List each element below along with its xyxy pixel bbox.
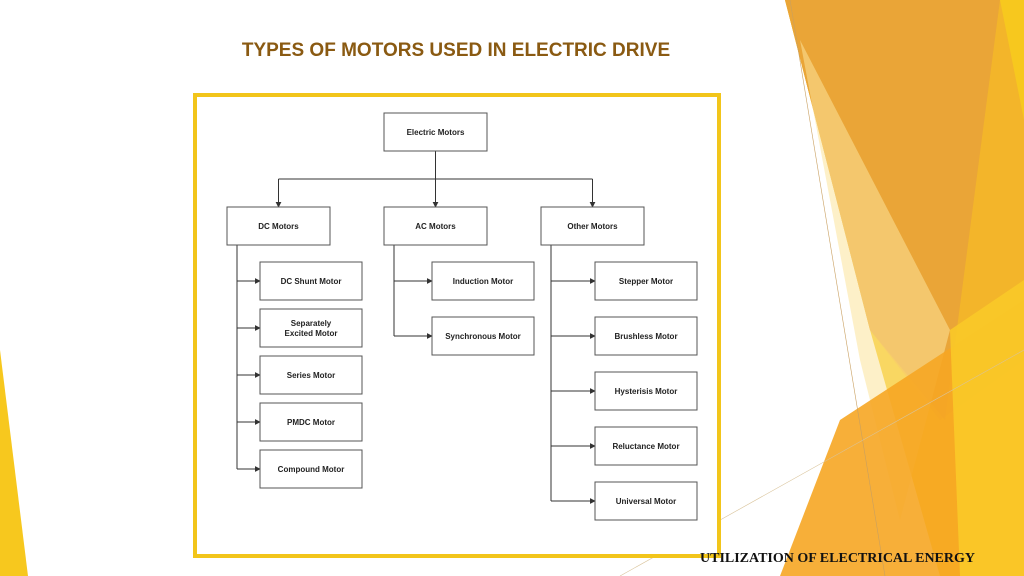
motor-universal-motor-box xyxy=(594,481,698,521)
root-node-box xyxy=(383,112,488,152)
slide-title: TYPES OF MOTORS USED IN ELECTRIC DRIVE xyxy=(241,40,671,61)
motor-reluctance-motor-box xyxy=(594,426,698,466)
motor-dc-shunt-motor-box xyxy=(259,261,363,301)
category-other-motors-label: Other Motors xyxy=(567,222,618,231)
root-node-label: Electric Motors xyxy=(407,128,465,137)
category-ac-motors: AC Motors xyxy=(383,206,488,246)
motor-separately-excited-motor-box xyxy=(259,308,363,348)
motor-dc-shunt-motor-label: DC Shunt Motor xyxy=(281,277,342,286)
motor-hysterisis-motor-label: Hysterisis Motor xyxy=(615,387,678,396)
motor-induction-motor: Induction Motor xyxy=(431,261,535,301)
category-dc-motors-box xyxy=(226,206,331,246)
motor-reluctance-motor-label: Reluctance Motor xyxy=(612,442,679,451)
motor-synchronous-motor-box xyxy=(431,316,535,356)
motor-induction-motor-box xyxy=(431,261,535,301)
category-ac-motors-label: AC Motors xyxy=(415,222,456,231)
root-node: Electric Motors xyxy=(383,112,488,152)
motor-stepper-motor-label: Stepper Motor xyxy=(619,277,673,286)
motor-series-motor-box xyxy=(259,355,363,395)
motor-brushless-motor-box xyxy=(594,316,698,356)
motor-brushless-motor-label: Brushless Motor xyxy=(614,332,677,341)
motor-classification-diagram: Electric Motors DC Motors DC Shunt MotorSe… xyxy=(226,112,698,521)
motor-universal-motor-label: Universal Motor xyxy=(616,497,676,506)
motor-pmdc-motor-label: PMDC Motor xyxy=(287,418,335,427)
motor-synchronous-motor: Synchronous Motor xyxy=(431,316,535,356)
motor-reluctance-motor: Reluctance Motor xyxy=(594,426,698,466)
motor-hysterisis-motor: Hysterisis Motor xyxy=(594,371,698,411)
motor-brushless-motor: Brushless Motor xyxy=(594,316,698,356)
category-other-motors-box xyxy=(540,206,645,246)
motor-synchronous-motor-label: Synchronous Motor xyxy=(445,332,521,341)
category-dc-motors: DC Motors xyxy=(226,206,331,246)
motor-stepper-motor-box xyxy=(594,261,698,301)
motor-series-motor-label: Series Motor xyxy=(287,371,335,380)
category-other-motors: Other Motors xyxy=(540,206,645,246)
motor-pmdc-motor: PMDC Motor xyxy=(259,402,363,442)
footer-text: UTILIZATION OF ELECTRICAL ENERGY xyxy=(700,551,976,566)
motor-hysterisis-motor-box xyxy=(594,371,698,411)
motor-pmdc-motor-box xyxy=(259,402,363,442)
category-dc-motors-label: DC Motors xyxy=(258,222,299,231)
motor-compound-motor-label: Compound Motor xyxy=(278,465,345,474)
motor-induction-motor-label: Induction Motor xyxy=(453,277,513,286)
motor-dc-shunt-motor: DC Shunt Motor xyxy=(259,261,363,301)
motor-universal-motor: Universal Motor xyxy=(594,481,698,521)
motor-stepper-motor: Stepper Motor xyxy=(594,261,698,301)
motor-compound-motor-box xyxy=(259,449,363,489)
motor-compound-motor: Compound Motor xyxy=(259,449,363,489)
category-ac-motors-box xyxy=(383,206,488,246)
motor-series-motor: Series Motor xyxy=(259,355,363,395)
